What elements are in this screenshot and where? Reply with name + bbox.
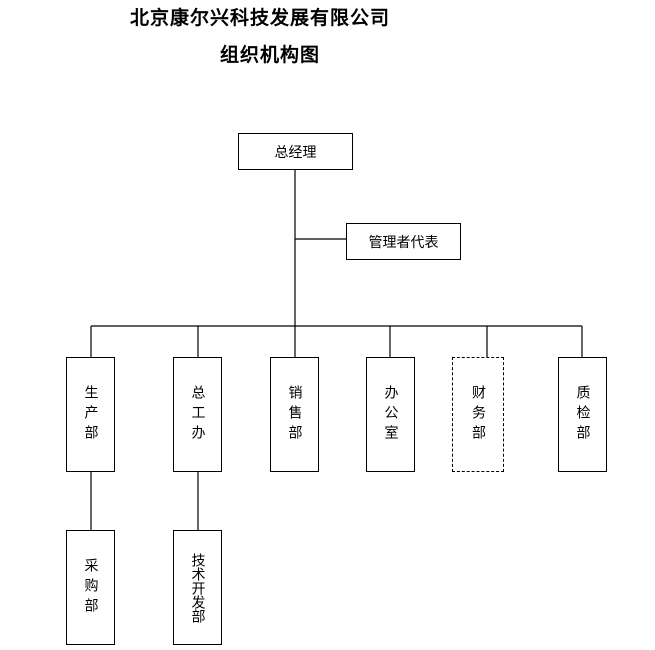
procurement-dept-label: 采购部 (82, 557, 99, 618)
production-dept-box: 生产部 (66, 357, 115, 472)
sales-dept-box: 销售部 (270, 357, 319, 472)
office-label: 办公室 (382, 384, 399, 445)
management-rep-label: 管理者代表 (368, 234, 439, 251)
chief-engineer-office-label: 总工办 (189, 384, 206, 445)
sales-dept-label: 销售部 (286, 384, 303, 445)
production-dept-label: 生产部 (82, 384, 99, 445)
management-rep-box: 管理者代表 (346, 223, 461, 260)
general-manager-box: 总经理 (238, 133, 353, 170)
procurement-dept-box: 采购部 (66, 530, 115, 645)
chart-title: 组织机构图 (220, 44, 321, 66)
quality-dept-box: 质检部 (558, 357, 607, 472)
general-manager-label: 总经理 (274, 144, 317, 161)
company-title: 北京康尔兴科技发展有限公司 (130, 7, 391, 29)
quality-dept-label: 质检部 (574, 384, 591, 445)
finance-dept-label: 财务部 (470, 384, 486, 445)
chief-engineer-office-box: 总工办 (173, 357, 222, 472)
office-box: 办公室 (366, 357, 415, 472)
finance-dept-box: 财务部 (452, 357, 504, 472)
tech-dev-dept-label: 技术开发部 (189, 552, 206, 623)
tech-dev-dept-box: 技术开发部 (173, 530, 222, 645)
